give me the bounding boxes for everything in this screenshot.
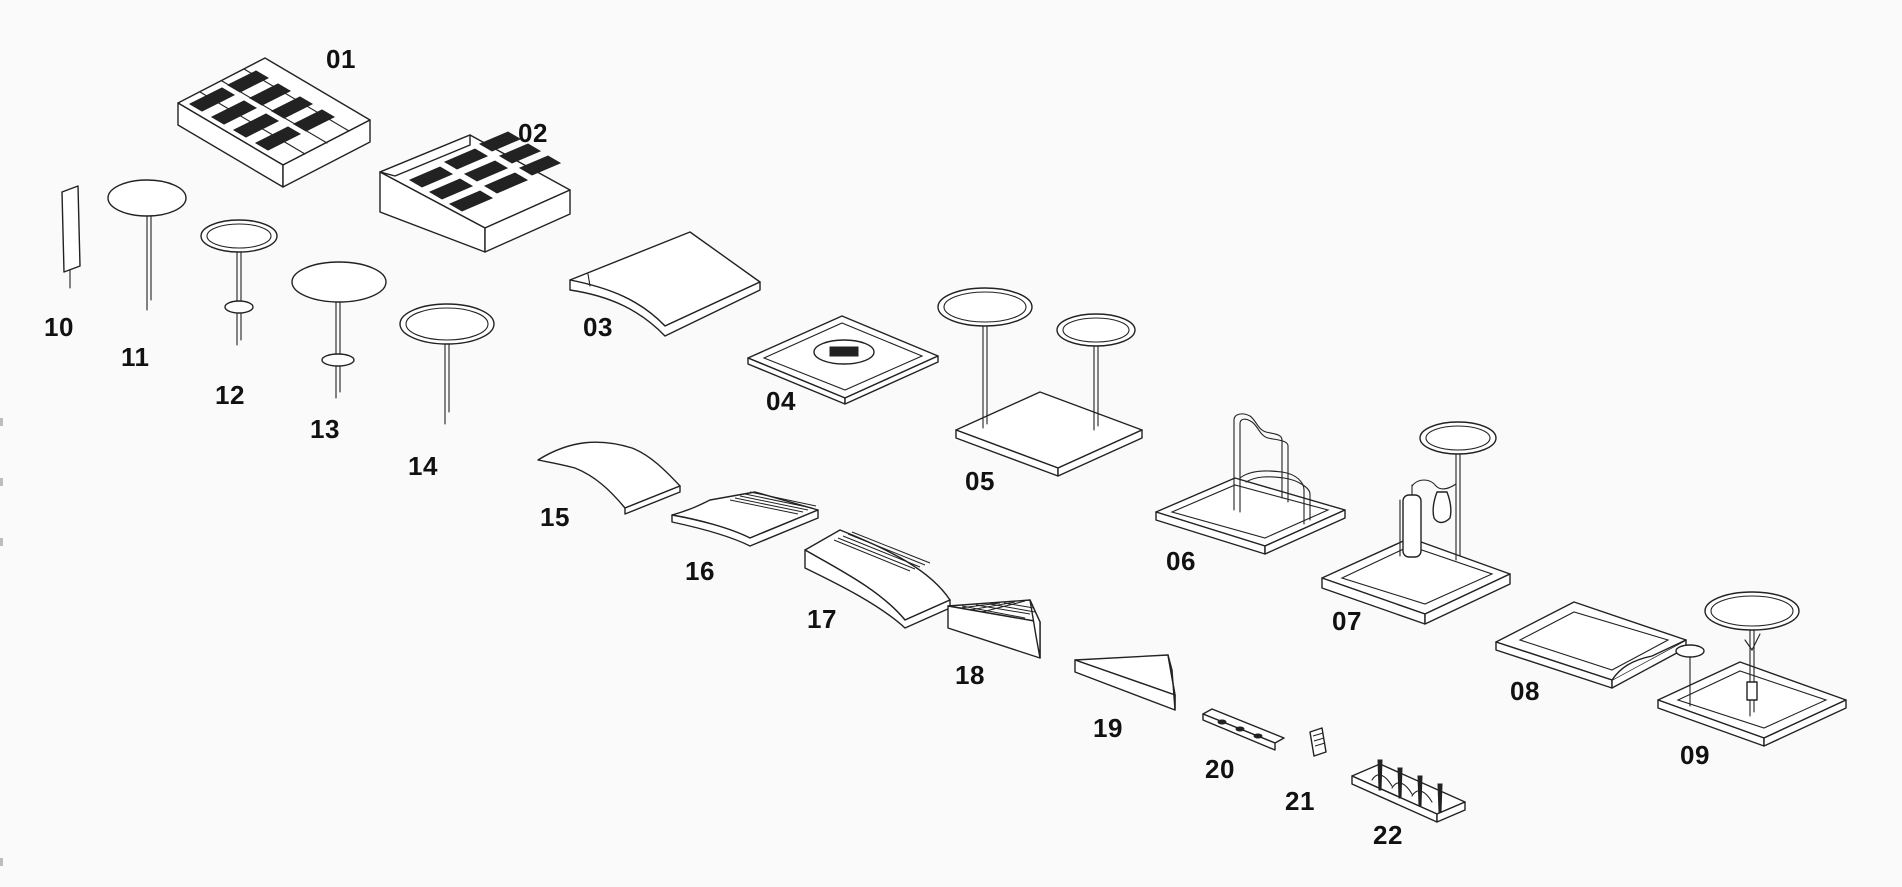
item-label-15: 15 bbox=[540, 502, 570, 532]
ring-disc-post-icon bbox=[399, 303, 495, 425]
item-label-08: 08 bbox=[1510, 676, 1540, 706]
shower-station-icon bbox=[1321, 421, 1511, 625]
bent-rail-bench-icon bbox=[1155, 413, 1346, 555]
triangular-grate-corner-icon bbox=[947, 599, 1041, 659]
item-label-21: 21 bbox=[1285, 786, 1315, 816]
ring-disc-post-with-collar-icon bbox=[200, 219, 278, 346]
item-label-19: 19 bbox=[1093, 713, 1123, 743]
item-label-17: 17 bbox=[807, 604, 837, 634]
item-label-03: 03 bbox=[583, 312, 613, 342]
item-label-20: 20 bbox=[1205, 754, 1235, 784]
item-label-12: 12 bbox=[215, 380, 245, 410]
spike-rack-icon bbox=[1351, 759, 1466, 823]
item-label-13: 13 bbox=[310, 414, 340, 444]
item-label-16: 16 bbox=[685, 556, 715, 586]
edge-tick bbox=[0, 418, 3, 426]
item-label-02: 02 bbox=[518, 118, 548, 148]
item-label-18: 18 bbox=[955, 660, 985, 690]
ribbed-ramp-low-icon bbox=[671, 491, 819, 547]
large-disc-post-with-collar-icon bbox=[291, 261, 387, 399]
ribbed-ramp-high-icon bbox=[804, 529, 951, 629]
item-label-11: 11 bbox=[121, 342, 150, 372]
item-label-07: 07 bbox=[1332, 606, 1362, 636]
item-label-10: 10 bbox=[44, 312, 74, 342]
item-label-01: 01 bbox=[326, 44, 356, 74]
square-pad-with-drain-icon bbox=[747, 315, 939, 405]
perforated-bar-icon bbox=[1202, 708, 1285, 751]
item-label-14: 14 bbox=[408, 451, 438, 481]
triangular-corner-block-icon bbox=[1074, 654, 1176, 711]
curved-ramp-icon bbox=[569, 231, 761, 337]
twin-disc-posts-on-plinth-icon bbox=[937, 287, 1143, 477]
item-label-22: 22 bbox=[1373, 820, 1403, 850]
edge-tick bbox=[0, 858, 3, 866]
blade-stake-icon bbox=[61, 185, 81, 289]
item-label-04: 04 bbox=[766, 386, 796, 416]
small-vent-tag-icon bbox=[1309, 727, 1327, 757]
wedge-grate-platform-icon bbox=[379, 131, 571, 253]
stepped-grandstand-icon bbox=[177, 57, 371, 188]
edge-tick bbox=[0, 478, 3, 486]
item-label-09: 09 bbox=[1680, 740, 1710, 770]
edge-tick bbox=[0, 538, 3, 546]
sunken-pool-tray-icon bbox=[1495, 601, 1687, 689]
disc-post-on-plinth-icon bbox=[1657, 591, 1847, 747]
disc-post-icon bbox=[107, 179, 187, 311]
item-label-06: 06 bbox=[1166, 546, 1196, 576]
item-label-05: 05 bbox=[965, 466, 995, 496]
arched-hump-icon bbox=[537, 441, 681, 515]
